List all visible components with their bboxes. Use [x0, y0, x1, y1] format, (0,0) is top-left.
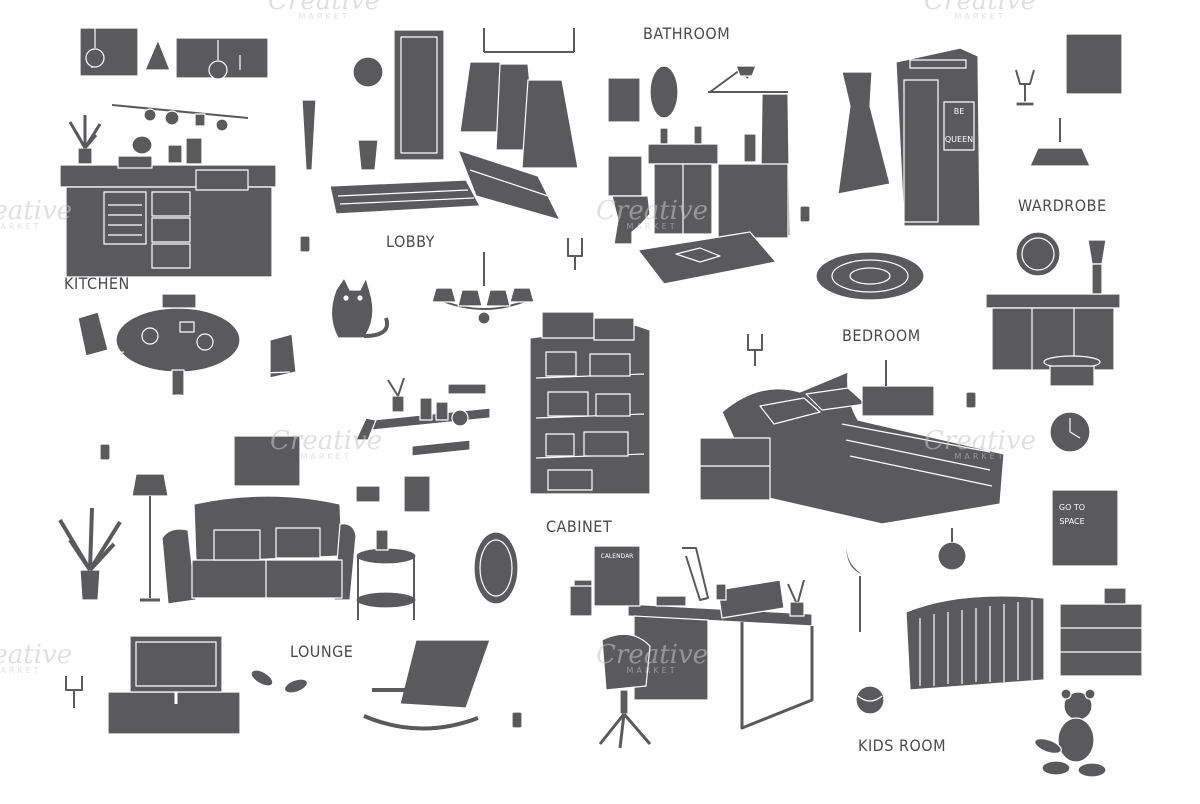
- shower-head: [708, 65, 788, 93]
- chandelier: [431, 252, 535, 325]
- kitchen-counter: [59, 135, 277, 278]
- wardrobe: [895, 47, 981, 227]
- toilet: [607, 155, 651, 245]
- wall-tv-frame: [233, 435, 301, 487]
- calendar: [593, 545, 641, 607]
- label-kitchen: KITCHEN: [64, 274, 130, 293]
- slippers: [250, 669, 309, 694]
- candle: [299, 235, 311, 253]
- bathtub: [717, 133, 789, 239]
- lounge-candelabra: [65, 676, 83, 708]
- label-kids-room: KIDS ROOM: [858, 736, 947, 755]
- candelabra-right: [567, 238, 583, 270]
- study-desk: [627, 547, 814, 730]
- round-rug: [815, 251, 925, 301]
- dining-chair-back: [161, 293, 197, 309]
- baby-mobile: [937, 528, 967, 571]
- lounge-candle: [511, 711, 523, 729]
- label-wardrobe: WARDROBE: [1018, 196, 1107, 215]
- hanging-dress: [837, 71, 891, 195]
- wall-shelf-unit: [371, 377, 491, 457]
- label-bedroom: BEDROOM: [842, 326, 921, 345]
- double-bed: [721, 371, 1005, 525]
- floor-lamp: [131, 473, 169, 602]
- wall-sconce: [1015, 69, 1035, 107]
- lounge-candle-2: [99, 443, 111, 461]
- tv-stand: [107, 635, 241, 735]
- coat-rack: [459, 28, 579, 169]
- moon-lamp: [845, 529, 867, 632]
- dining-table: [115, 307, 241, 403]
- dressing-table: [985, 231, 1121, 371]
- bathroom-mirror: [649, 65, 679, 119]
- kitchen-potted-plant: [68, 115, 102, 165]
- poster-text-1: GO TO: [1059, 503, 1085, 512]
- oval-mirror: [473, 531, 519, 605]
- baby-crib: [905, 595, 1045, 691]
- dressing-stool: [1043, 355, 1101, 387]
- kids-dresser: [1059, 587, 1143, 677]
- cat: [330, 277, 389, 339]
- bedside-table-left: [699, 437, 771, 501]
- side-table-round: [355, 529, 417, 620]
- lobby-rug: [329, 179, 481, 215]
- label-cabinet: CABINET: [546, 517, 613, 536]
- wardrobe-sticker-text-1: BE: [954, 107, 965, 116]
- teddy-bear: [1034, 688, 1107, 778]
- space-poster: [1051, 489, 1119, 567]
- shoe-shelf: [457, 149, 561, 221]
- storage-shelf: [529, 311, 651, 495]
- desk-lamp-small: [355, 417, 377, 441]
- bedside-table-right: [861, 360, 935, 417]
- rocking-chair: [363, 639, 491, 731]
- candelabra-left: [747, 334, 763, 366]
- dining-chair-right: [231, 333, 297, 419]
- washbasin-vanity: [647, 125, 719, 235]
- bath-candle: [799, 205, 811, 223]
- poster-text-2: SPACE: [1059, 517, 1084, 526]
- wardrobe-sticker-text-2: QUEEN: [945, 135, 973, 144]
- bath-mat: [637, 231, 777, 285]
- label-lobby: LOBBY: [386, 232, 435, 251]
- umbrella-stand: [299, 69, 323, 171]
- sofa: [161, 495, 357, 605]
- bathroom-medicine-cabinet: [607, 77, 641, 123]
- lobby-mirror: [393, 29, 445, 161]
- lounge-potted-palm: [58, 507, 122, 601]
- photo-frames: [569, 579, 593, 617]
- label-bathroom: BATHROOM: [643, 24, 731, 43]
- label-lounge: LOUNGE: [290, 642, 354, 661]
- pendant-lamp: [1029, 118, 1091, 167]
- wall-picture: [1065, 33, 1123, 95]
- bedroom-candle: [965, 391, 977, 409]
- wall-clock: [1049, 411, 1091, 453]
- dining-chair-left: [63, 311, 125, 399]
- kitchen-utensil-rail: [111, 104, 249, 132]
- lobby-potted-tree: [352, 56, 384, 171]
- kitchen-upper-cabinets: [79, 27, 269, 79]
- calendar-text: CALENDAR: [601, 553, 634, 560]
- kitchen-hanging-lamps: [85, 28, 228, 80]
- ball: [855, 685, 885, 715]
- small-frames: [355, 475, 431, 513]
- office-chair: [598, 633, 652, 749]
